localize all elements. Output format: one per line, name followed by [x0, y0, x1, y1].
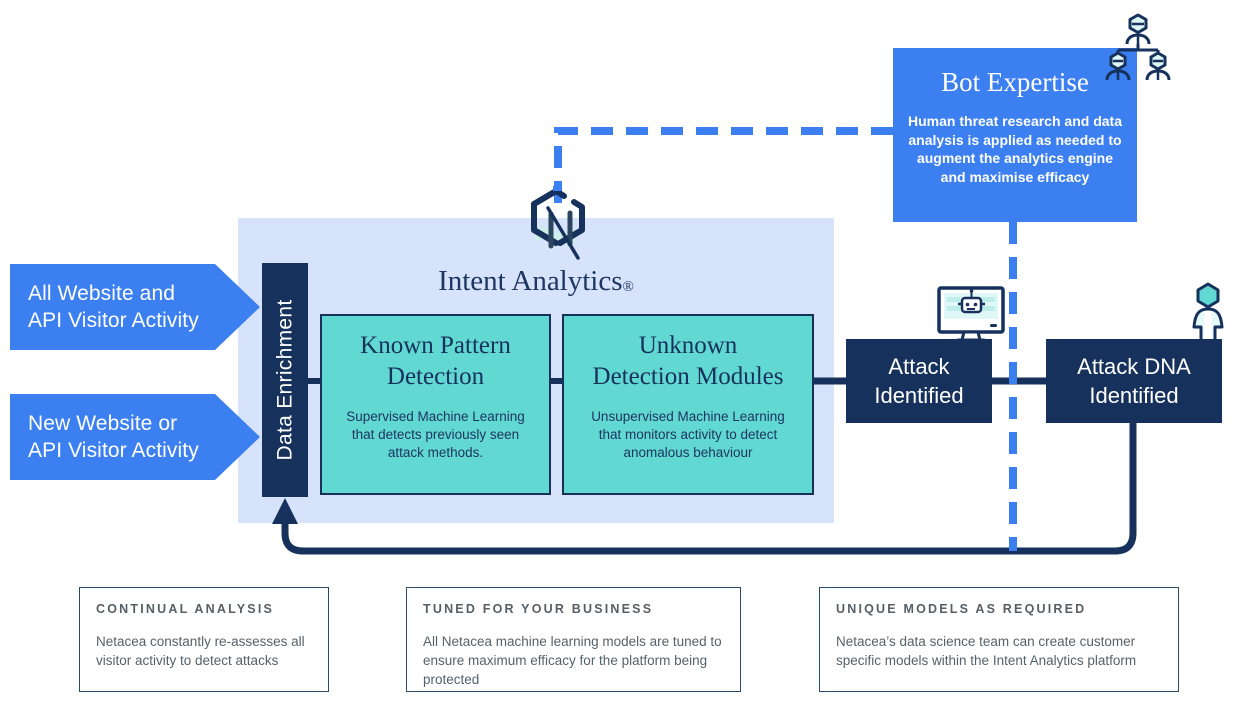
bot-expertise-box[interactable]: Bot Expertise Human threat research and …: [893, 48, 1137, 222]
intent-analytics-title-text: Intent Analytics: [438, 265, 623, 297]
note-heading: UNIQUE MODELS AS REQUIRED: [836, 602, 1087, 616]
outcome-attack-identified[interactable]: Attack Identified: [846, 339, 992, 423]
input-line-1: All Website and: [28, 282, 176, 305]
input-chevron-new-traffic-label: New Website or API Visitor Activity: [28, 410, 199, 464]
note-heading: TUNED FOR YOUR BUSINESS: [423, 602, 654, 616]
input-line-2: API Visitor Activity: [28, 439, 199, 462]
module-description: Supervised Machine Learning that detects…: [346, 409, 525, 460]
module-unknown-detection-modules[interactable]: Unknown Detection Modules Unsupervised M…: [562, 314, 814, 495]
outcome-line-1: Attack: [888, 354, 950, 379]
input-chevron-all-traffic-label: All Website and API Visitor Activity: [28, 280, 199, 334]
module-title: Known Pattern Detection: [332, 330, 539, 392]
outcome-line-1: Attack DNA: [1077, 354, 1191, 379]
data-enrichment-bar[interactable]: Data Enrichment: [262, 263, 308, 497]
data-enrichment-label: Data Enrichment: [273, 299, 296, 461]
note-heading: CONTINUAL ANALYSIS: [96, 602, 275, 616]
bot-expertise-title: Bot Expertise: [941, 67, 1089, 97]
outcome-line-2: Identified: [874, 383, 964, 408]
outcome-line-2: Identified: [1089, 383, 1179, 408]
intent-analytics-title: Intent Analytics®: [238, 265, 834, 298]
note-body: Netacea’s data science team can create c…: [836, 634, 1137, 668]
outcome-label: Attack DNA Identified: [1077, 352, 1191, 410]
input-line-1: New Website or: [28, 412, 178, 435]
module-title-line-2: Detection Modules: [592, 363, 784, 390]
note-body: All Netacea machine learning models are …: [423, 634, 722, 687]
module-known-pattern-detection[interactable]: Known Pattern Detection Supervised Machi…: [320, 314, 551, 495]
module-description: Unsupervised Machine Learning that monit…: [591, 409, 785, 460]
bot-expertise-body: Human threat research and data analysis …: [908, 113, 1122, 185]
registered-mark: ®: [622, 279, 634, 295]
note-card-continual-analysis[interactable]: CONTINUAL ANALYSIS Netacea constantly re…: [79, 587, 329, 692]
module-title-line-2: Detection: [386, 363, 485, 390]
outcome-label: Attack Identified: [874, 352, 963, 410]
module-title: Unknown Detection Modules: [574, 330, 802, 392]
note-card-tuned-for-your-business[interactable]: TUNED FOR YOUR BUSINESS All Netacea mach…: [406, 587, 741, 692]
monitor-robot-icon: [936, 286, 1006, 348]
input-line-2: API Visitor Activity: [28, 309, 199, 332]
input-chevron-new-traffic[interactable]: New Website or API Visitor Activity: [10, 394, 260, 480]
note-card-unique-models-as-required[interactable]: UNIQUE MODELS AS REQUIRED Netacea’s data…: [819, 587, 1179, 692]
outcome-attack-dna-identified[interactable]: Attack DNA Identified: [1046, 339, 1222, 423]
module-title-line-1: Known Pattern: [360, 332, 511, 359]
input-chevron-all-traffic[interactable]: All Website and API Visitor Activity: [10, 264, 260, 350]
note-body: Netacea constantly re-assesses all visit…: [96, 634, 305, 668]
people-org-chart-icon: [1103, 12, 1173, 82]
netacea-hex-n-logo-icon: [512, 186, 604, 268]
module-title-line-1: Unknown: [638, 332, 738, 359]
